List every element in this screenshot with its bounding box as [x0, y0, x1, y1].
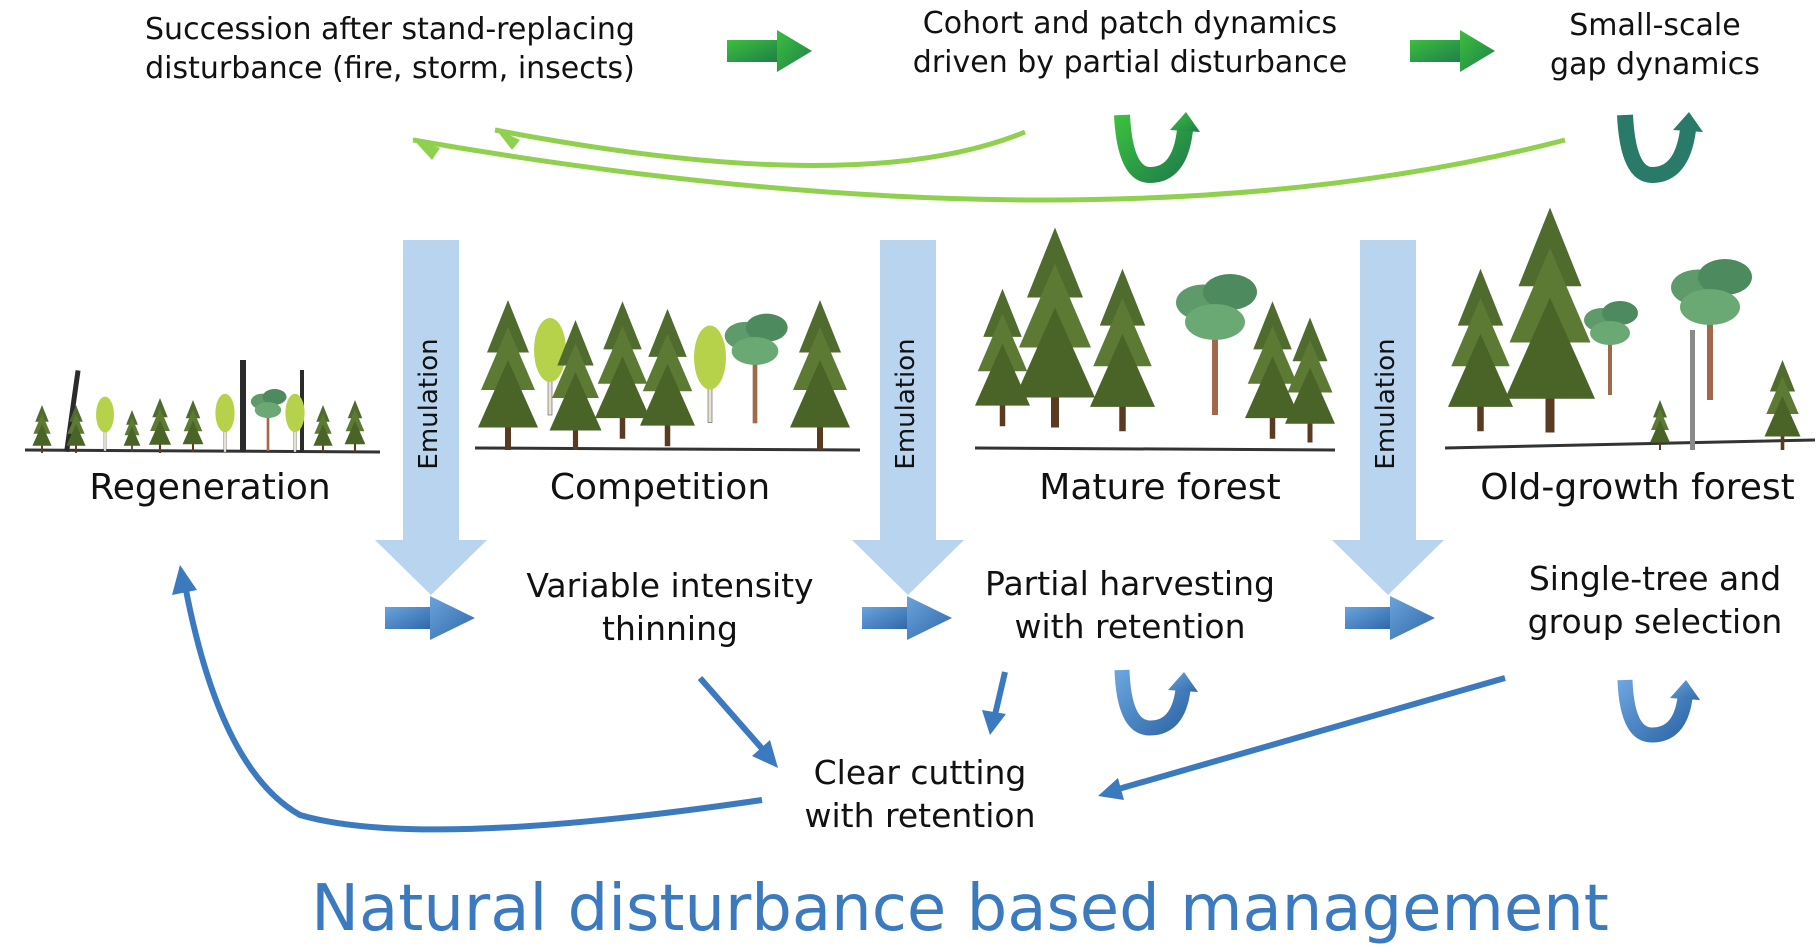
mature-forest-trees [974, 227, 1336, 452]
competition-trees [474, 300, 861, 452]
emulation-label-1: Emulation [414, 338, 444, 470]
thinning-label: Variable intensity thinning [526, 566, 814, 648]
green-arrow-1 [727, 30, 812, 72]
emulation-label-3: Emulation [1371, 338, 1401, 470]
arrowhead-clearcut-to-regeneration [172, 565, 197, 595]
blue-arrow-to-partial [862, 596, 952, 640]
return-arrow-cohort [494, 127, 1026, 168]
blue-arrow-to-thinning [385, 596, 475, 640]
stage-mature-forest: Mature forest [1039, 467, 1281, 508]
return-arrowhead-gap [412, 138, 440, 160]
return-arrow-gap [412, 137, 1566, 203]
stage-competition: Competition [549, 467, 771, 508]
cohort-patch-label: Cohort and patch dynamics driven by part… [912, 6, 1348, 80]
stage-regeneration: Regeneration [89, 467, 331, 508]
stand-replacing-label: Succession after stand-replacing disturb… [145, 12, 635, 86]
clear-cut-label: Clear cutting with retention [804, 753, 1036, 835]
gap-dynamics-label: Small-scale gap dynamics [1550, 8, 1760, 82]
blue-u-turn-partial [1114, 669, 1198, 736]
green-u-turn-cohort [1114, 112, 1200, 184]
emulation-arrow-3 [1332, 240, 1444, 595]
arrow-partial-to-clearcut [982, 671, 1008, 735]
emulation-arrow-1 [375, 240, 487, 595]
arrow-selection-to-clearcut [1098, 675, 1506, 800]
diagram-title: Natural disturbance based management [311, 872, 1609, 946]
stage-old-growth: Old-growth forest [1480, 467, 1795, 508]
green-arrow-2 [1410, 30, 1495, 72]
emulation-arrow-2 [852, 240, 964, 595]
arrow-thinning-to-clearcut [697, 676, 778, 768]
return-arrowhead-cohort [495, 128, 520, 150]
blue-u-turn-selection [1617, 679, 1700, 743]
old-growth-trees [1444, 207, 1816, 450]
blue-arrow-to-selection [1345, 596, 1435, 640]
emulation-label-2: Emulation [891, 338, 921, 470]
partial-harvest-label: Partial harvesting with retention [985, 564, 1275, 646]
green-u-turn-gap [1617, 112, 1703, 184]
regeneration-trees [24, 360, 381, 454]
selection-label: Single-tree and group selection [1527, 559, 1783, 641]
arrow-clearcut-to-regeneration [182, 584, 763, 833]
